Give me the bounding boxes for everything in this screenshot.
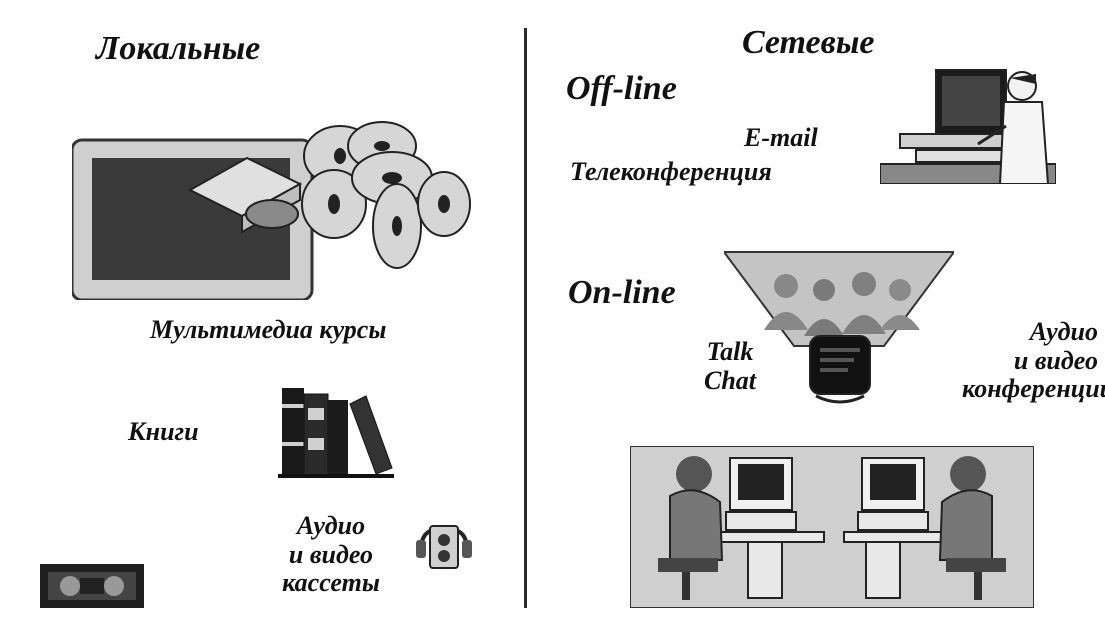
- audio-player-headphones-icon: [416, 525, 472, 569]
- videocassette-icon: [40, 564, 144, 608]
- right-title: Сетевые: [742, 24, 875, 61]
- cassettes-label-line-3: кассеты: [282, 568, 380, 598]
- conferences-label-line-2: и видео: [1013, 345, 1098, 375]
- center-divider: [524, 28, 527, 608]
- online-heading: On-line: [568, 274, 676, 311]
- offline-item-teleconference: Телеконференция: [570, 157, 772, 186]
- multimedia-courses-label: Мультимедиа курсы: [150, 315, 387, 344]
- cassettes-label: Аудио и видео кассеты: [272, 511, 390, 598]
- conferences-label-line-1: Аудио: [1029, 317, 1098, 346]
- books-icon: [278, 388, 394, 478]
- offline-heading: Off-line: [566, 70, 677, 107]
- monitor-with-cd-drive-icon: [72, 121, 471, 300]
- conferences-label: Аудио и видео конференции: [962, 317, 1105, 404]
- books-label: Книги: [128, 417, 199, 446]
- chat-label: Chat: [703, 365, 757, 395]
- left-title: Локальные: [96, 30, 261, 67]
- video-conference-projector-icon: [724, 251, 954, 404]
- talk-label: Talk: [706, 337, 754, 366]
- cassettes-label-line-2: и видео: [288, 539, 374, 569]
- cd-discs-icon: [301, 121, 471, 269]
- conferences-label-line-3: конференции: [962, 374, 1105, 404]
- talk-chat-label: Talk Chat: [680, 337, 780, 395]
- person-at-computer-icon: [880, 69, 1056, 184]
- offline-item-email: E-mail: [744, 123, 818, 152]
- cassettes-label-line-1: Аудио: [296, 511, 366, 540]
- people-at-computers-icon: [630, 446, 1034, 608]
